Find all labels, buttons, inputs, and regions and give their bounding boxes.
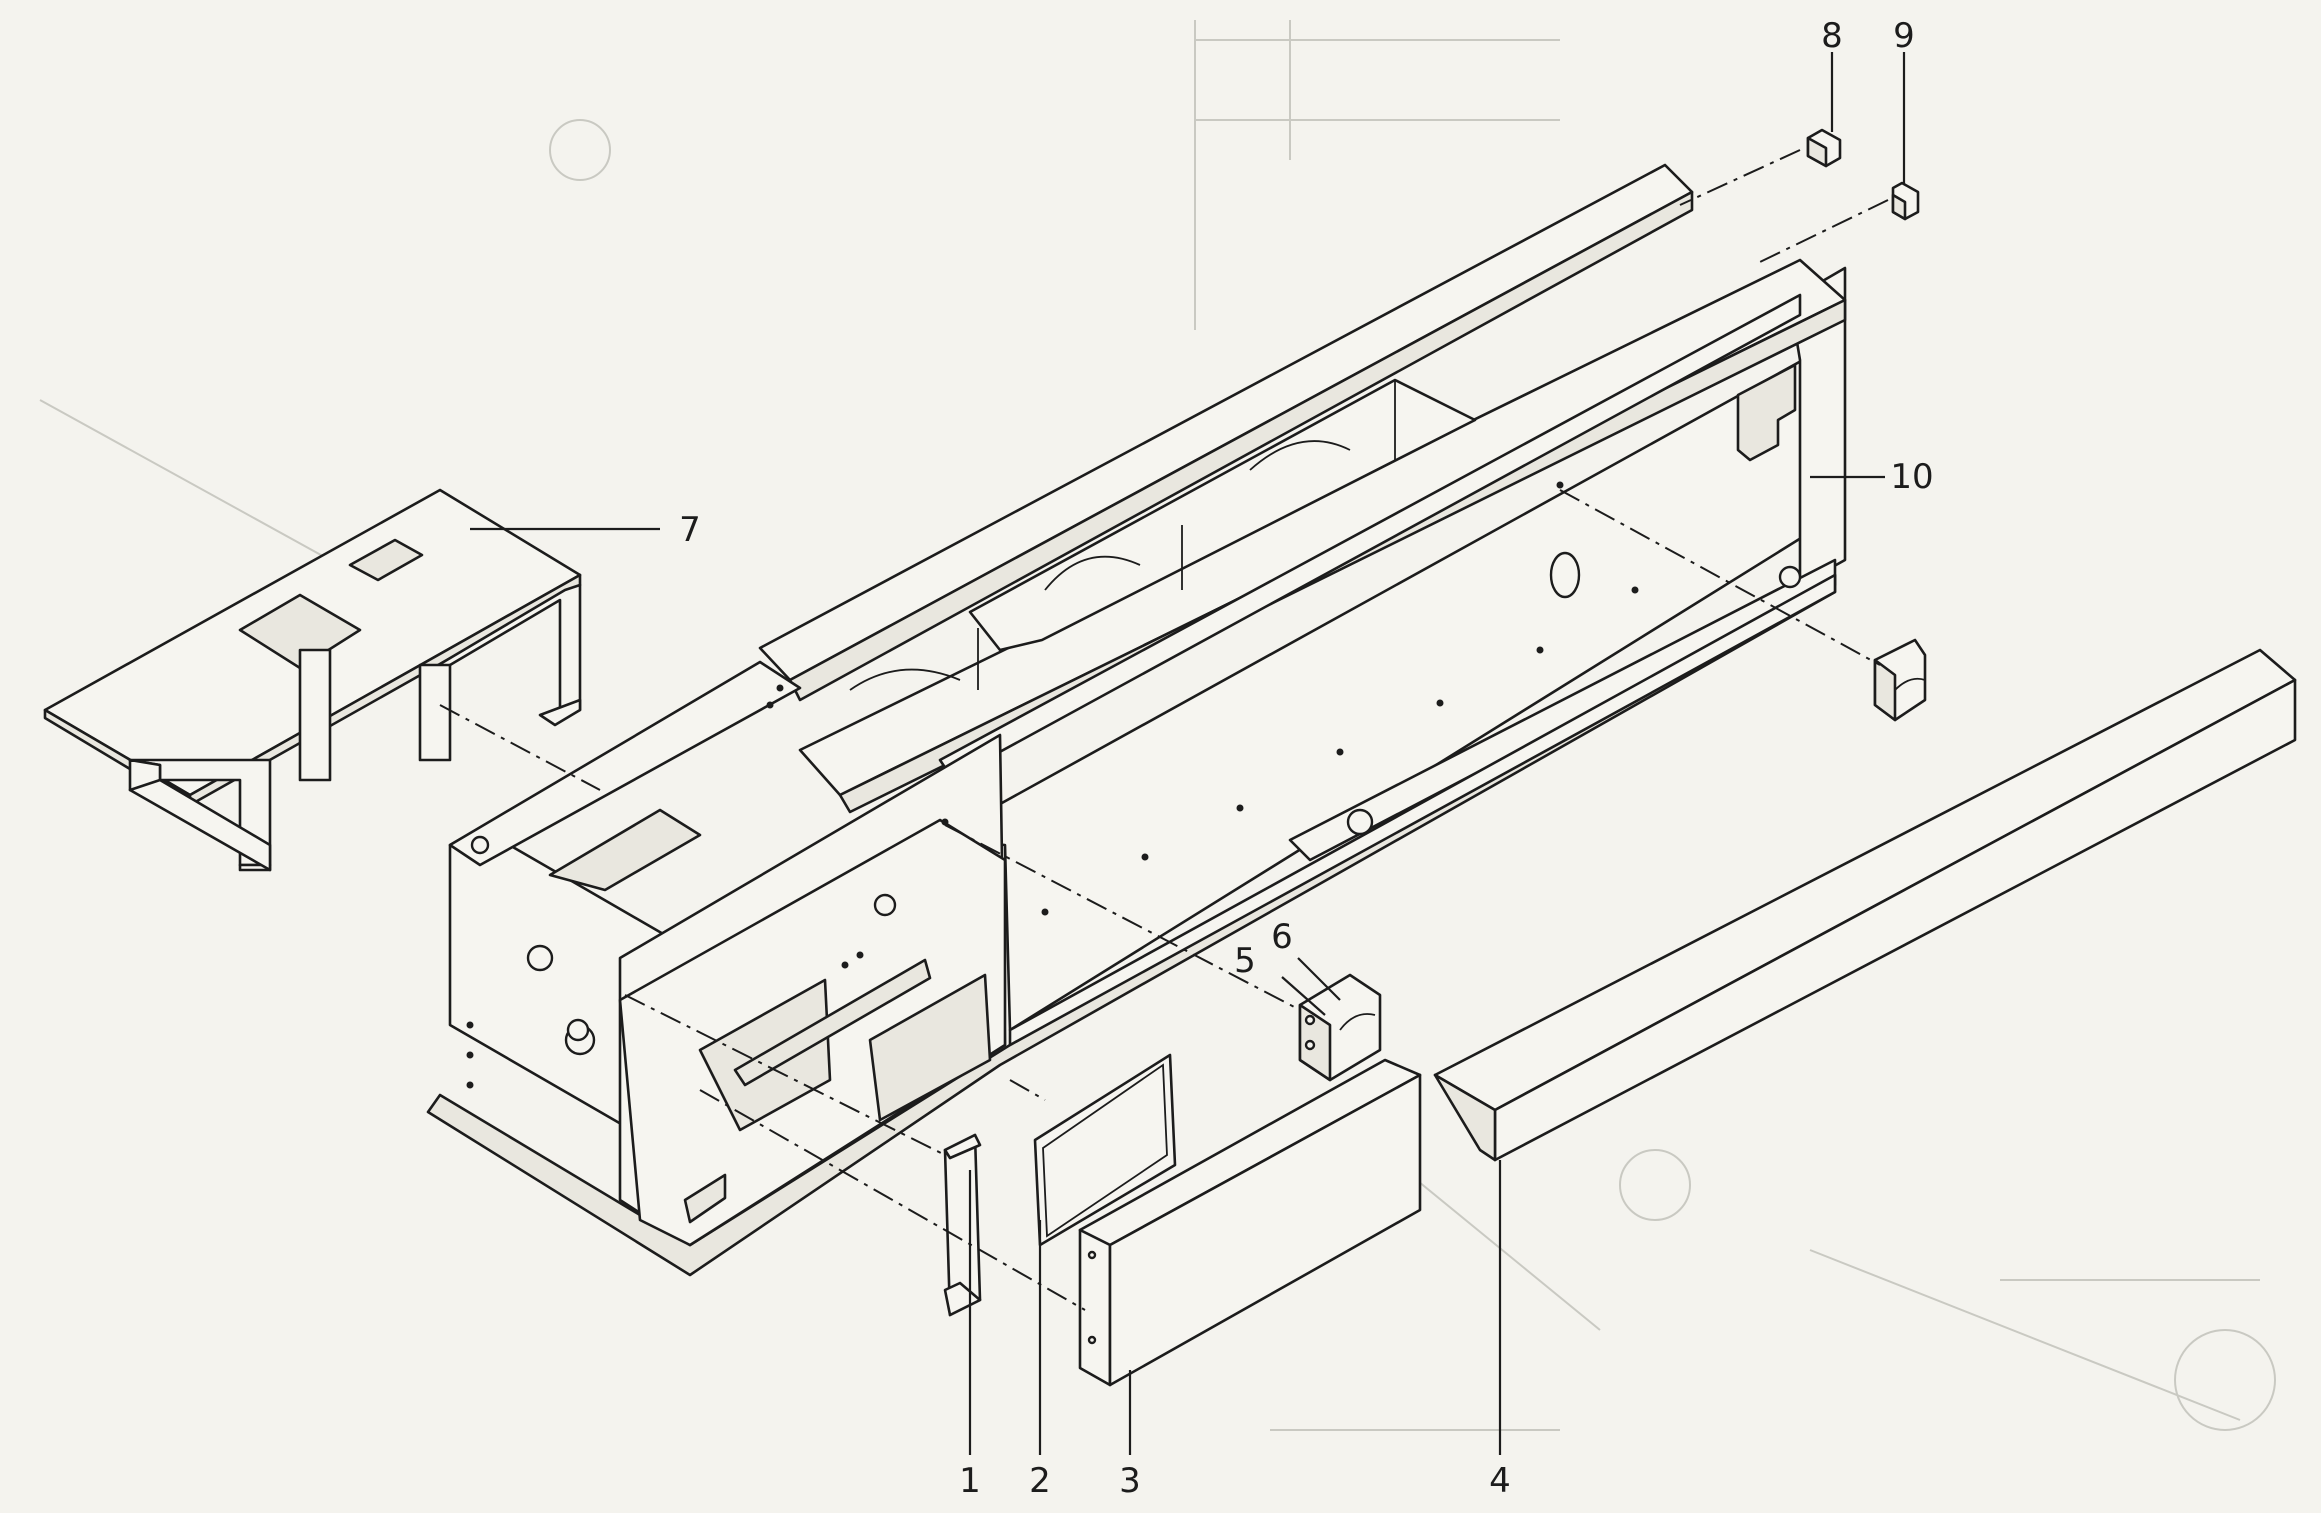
callout-1: 1 xyxy=(959,1461,981,1501)
callout-2: 2 xyxy=(1029,1461,1051,1501)
lathe-bed xyxy=(426,163,1847,1277)
part-9-block xyxy=(1891,181,1920,221)
callouts: 1 2 3 4 5 6 7 8 9 10 xyxy=(679,16,1933,1501)
callout-3: 3 xyxy=(1119,1461,1141,1501)
callout-5: 5 xyxy=(1234,941,1256,981)
callout-7: 7 xyxy=(679,510,701,550)
callout-4: 4 xyxy=(1489,1461,1511,1501)
part-5-6-bracket xyxy=(1298,973,1382,1082)
callout-8: 8 xyxy=(1821,16,1843,56)
callout-9: 9 xyxy=(1893,16,1915,56)
callout-10: 10 xyxy=(1890,457,1933,497)
assembly-lines xyxy=(439,149,1889,1311)
tail-bracket xyxy=(1873,638,1927,722)
part-3-panel xyxy=(1078,1058,1422,1387)
leader-lines xyxy=(470,52,1906,1455)
part-4-splash-guard xyxy=(1433,648,2297,1162)
part-8-block xyxy=(1806,128,1842,168)
part-1-handle xyxy=(943,1133,982,1317)
part-7-tray xyxy=(43,488,582,872)
callout-6: 6 xyxy=(1271,917,1293,957)
part-2-plate xyxy=(1033,1053,1177,1247)
